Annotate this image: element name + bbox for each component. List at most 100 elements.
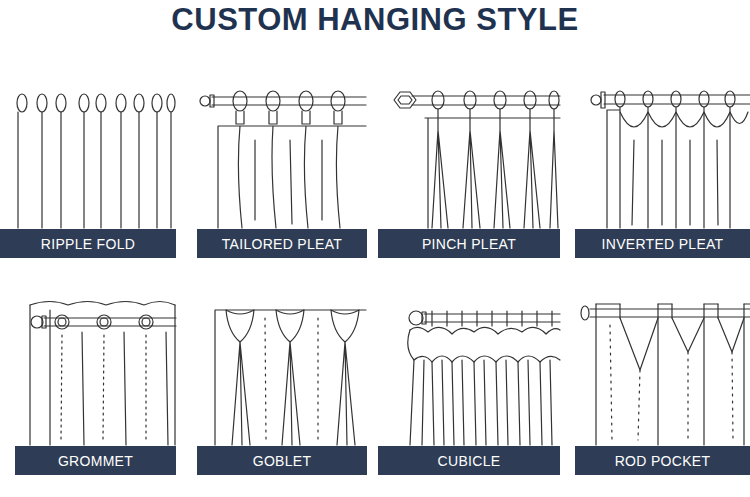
line-art — [615, 91, 625, 107]
line-art — [699, 91, 709, 107]
line-art — [17, 94, 27, 112]
line-art — [398, 96, 412, 104]
diagram-title: CUSTOM HANGING STYLE — [0, 2, 750, 38]
line-art — [139, 315, 153, 329]
line-art — [299, 91, 313, 111]
line-art — [410, 327, 560, 334]
pinch-pleat-drawing — [394, 91, 560, 228]
line-art — [337, 342, 355, 445]
line-art — [96, 94, 106, 112]
line-art — [632, 140, 718, 225]
line-art — [422, 312, 426, 324]
style-label-bar: CUBICLE — [378, 446, 560, 475]
line-art — [596, 303, 750, 304]
line-art — [56, 94, 66, 112]
line-art — [134, 94, 144, 112]
style-name: PINCH PLEAT — [422, 236, 516, 252]
line-art — [331, 91, 345, 111]
line-art — [494, 91, 506, 109]
line-art — [643, 91, 653, 107]
line-art — [410, 360, 552, 445]
line-art — [42, 316, 46, 328]
line-art — [142, 318, 150, 326]
line-art — [233, 91, 247, 111]
line-art — [282, 342, 300, 445]
line-art — [590, 309, 750, 317]
style-label-bar: INVERTED PLEAT — [575, 229, 750, 258]
line-art — [596, 304, 744, 445]
line-art — [236, 111, 342, 124]
style-name: ROD POCKET — [615, 453, 711, 469]
style-name: GOBLET — [253, 453, 312, 469]
line-art — [50, 310, 168, 445]
line-art — [394, 92, 416, 108]
style-label-bar: ROD POCKET — [575, 446, 750, 475]
line-art — [620, 318, 744, 370]
line-art — [412, 96, 560, 105]
style-label-bar: GOBLET — [197, 446, 367, 475]
style-label-bar: GROMMET — [15, 446, 176, 475]
goblet-drawing — [215, 310, 366, 445]
line-art — [620, 112, 748, 127]
line-art — [432, 91, 444, 109]
inverted-pleat-drawing — [591, 91, 750, 228]
line-art — [55, 315, 69, 329]
line-art — [432, 109, 448, 228]
line-art — [30, 305, 175, 445]
line-art — [524, 109, 540, 228]
style-label-bar: PINCH PLEAT — [378, 229, 560, 258]
line-art — [464, 91, 476, 109]
line-art — [116, 94, 126, 112]
line-art — [31, 316, 43, 328]
line-art — [167, 94, 175, 112]
cubicle-drawing — [408, 311, 560, 445]
line-art — [331, 310, 359, 342]
line-art — [604, 95, 750, 104]
line-art — [549, 91, 559, 109]
line-art — [232, 342, 250, 445]
line-art — [61, 335, 146, 440]
line-art — [152, 94, 162, 112]
line-art — [524, 91, 536, 109]
line-art — [218, 126, 366, 228]
line-art — [725, 91, 735, 107]
line-art — [79, 94, 89, 112]
line-art — [276, 310, 304, 342]
line-art — [97, 315, 111, 329]
line-art — [226, 310, 254, 342]
line-art — [494, 109, 510, 228]
style-label-bar: TAILORED PLEAT — [197, 229, 367, 258]
line-art — [601, 92, 605, 108]
line-art — [17, 91, 750, 445]
line-art — [620, 304, 718, 318]
line-art — [432, 311, 552, 326]
line-art — [425, 118, 560, 228]
line-art — [18, 112, 171, 228]
line-art — [671, 91, 681, 107]
style-name: INVERTED PLEAT — [602, 236, 724, 252]
style-name: RIPPLE FOLD — [41, 236, 135, 252]
line-art — [30, 302, 175, 306]
line-art — [610, 325, 733, 440]
line-art — [409, 311, 423, 325]
line-art — [212, 97, 366, 105]
line-art — [100, 318, 108, 326]
line-art — [408, 330, 560, 362]
tailored-pleat-drawing — [200, 91, 366, 228]
ripple-fold-drawing — [17, 94, 175, 228]
style-name: GROMMET — [58, 453, 133, 469]
line-art — [58, 318, 66, 326]
rod-pocket-drawing — [581, 304, 750, 445]
line-art — [210, 95, 214, 107]
line-art — [463, 109, 480, 228]
style-name: TAILORED PLEAT — [222, 236, 342, 252]
line-art — [581, 306, 589, 320]
line-art — [266, 91, 280, 111]
style-label-bar: RIPPLE FOLD — [0, 229, 176, 258]
line-art — [550, 109, 558, 228]
grommet-drawing — [30, 302, 176, 446]
line-art — [200, 96, 210, 106]
line-art — [37, 94, 47, 112]
line-art — [215, 310, 366, 445]
